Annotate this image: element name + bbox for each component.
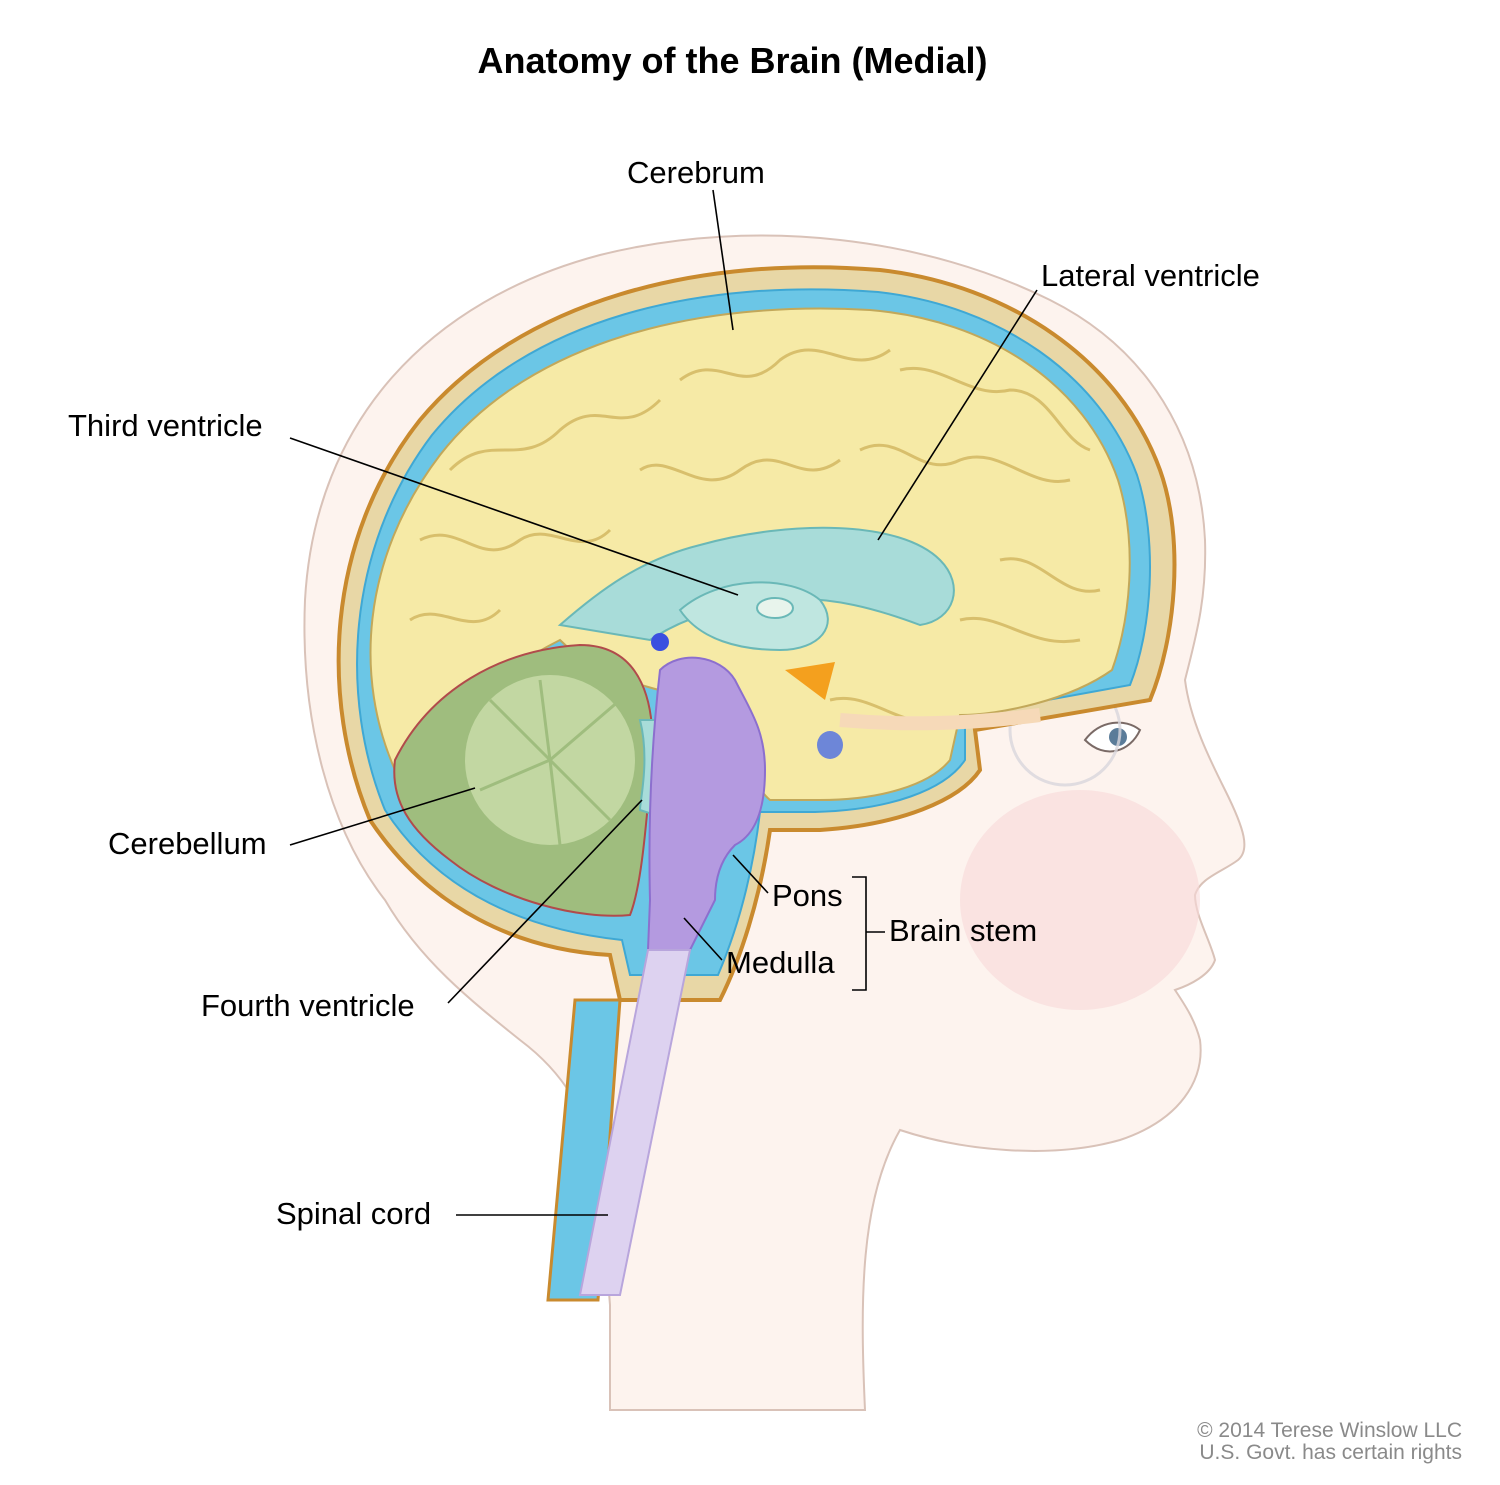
label-cerebrum: Cerebrum bbox=[627, 155, 765, 190]
label-fourth-ventricle: Fourth ventricle bbox=[201, 988, 415, 1023]
leader-pons bbox=[732, 854, 769, 894]
hypothalamus bbox=[785, 662, 835, 700]
pineal-gland bbox=[651, 633, 669, 651]
copyright-notice: © 2014 Terese Winslow LLC U.S. Govt. has… bbox=[1197, 1420, 1462, 1464]
arbor-vitae bbox=[479, 679, 621, 846]
diagram-title: Anatomy of the Brain (Medial) bbox=[477, 40, 988, 81]
label-brain-stem: Brain stem bbox=[889, 913, 1038, 948]
label-cerebellum: Cerebellum bbox=[108, 826, 267, 861]
spinal-cord bbox=[578, 949, 692, 1296]
thalamic-adhesion bbox=[756, 597, 794, 619]
leader-cerebellum bbox=[289, 787, 476, 846]
pituitary-gland bbox=[817, 731, 843, 759]
label-third-ventricle: Third ventricle bbox=[68, 408, 263, 443]
leader-lateral-ventricle bbox=[877, 289, 1038, 541]
brain-stem bbox=[646, 656, 767, 951]
label-medulla: Medulla bbox=[726, 945, 835, 980]
third-ventricle bbox=[678, 581, 829, 652]
optic-nerve bbox=[839, 708, 1041, 731]
leader-lines bbox=[289, 189, 1038, 1216]
leader-medulla bbox=[683, 917, 723, 961]
copyright-line-2: U.S. Govt. has certain rights bbox=[1199, 1441, 1462, 1464]
label-lateral-ventricle: Lateral ventricle bbox=[1041, 258, 1260, 293]
leader-cerebrum bbox=[712, 189, 734, 331]
iris bbox=[1109, 728, 1127, 746]
cheek-blush bbox=[960, 790, 1200, 1010]
label-pons: Pons bbox=[772, 878, 843, 913]
copyright-line-1: © 2014 Terese Winslow LLC bbox=[1197, 1419, 1462, 1442]
gyri-lines bbox=[409, 348, 1101, 724]
leader-fourth-ventricle bbox=[447, 799, 643, 1004]
brain-stem-bracket bbox=[852, 876, 885, 991]
label-spinal-cord: Spinal cord bbox=[276, 1196, 432, 1231]
leader-third-ventricle bbox=[289, 437, 739, 596]
